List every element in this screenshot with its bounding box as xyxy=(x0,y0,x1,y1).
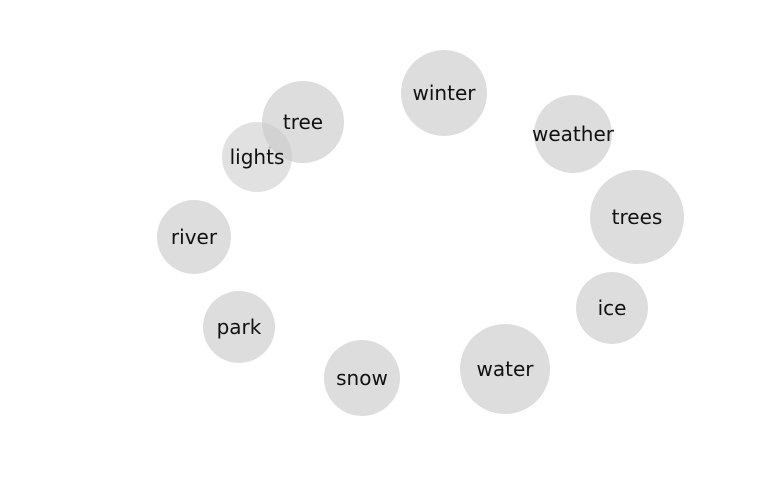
node-river-label: river xyxy=(171,225,218,249)
node-snow-circle xyxy=(324,340,400,416)
node-lights-circle xyxy=(222,122,292,192)
node-ice-circle xyxy=(576,272,648,344)
node-river-circle xyxy=(157,200,231,274)
node-water-circle xyxy=(460,324,550,414)
node-snow-label: snow xyxy=(336,366,388,390)
node-lights: lights xyxy=(222,122,292,192)
node-park: park xyxy=(203,291,275,363)
node-weather-circle xyxy=(534,95,612,173)
node-river: river xyxy=(157,200,231,274)
node-winter-label: winter xyxy=(413,81,477,105)
node-trees: trees xyxy=(590,170,684,264)
node-water-label: water xyxy=(477,357,535,381)
node-water: water xyxy=(460,324,550,414)
node-weather: weather xyxy=(532,95,615,173)
node-park-label: park xyxy=(217,315,262,339)
node-winter-circle xyxy=(401,50,487,136)
node-weather-label: weather xyxy=(532,122,615,146)
node-winter: winter xyxy=(401,50,487,136)
node-trees-label: trees xyxy=(612,205,663,229)
node-lights-label: lights xyxy=(230,145,285,169)
nodes-layer: tree lights winter weather trees river xyxy=(157,50,684,416)
node-park-circle xyxy=(203,291,275,363)
node-snow: snow xyxy=(324,340,400,416)
node-ice: ice xyxy=(576,272,648,344)
node-ice-label: ice xyxy=(598,296,627,320)
node-tree-label: tree xyxy=(283,110,323,134)
node-trees-circle xyxy=(590,170,684,264)
